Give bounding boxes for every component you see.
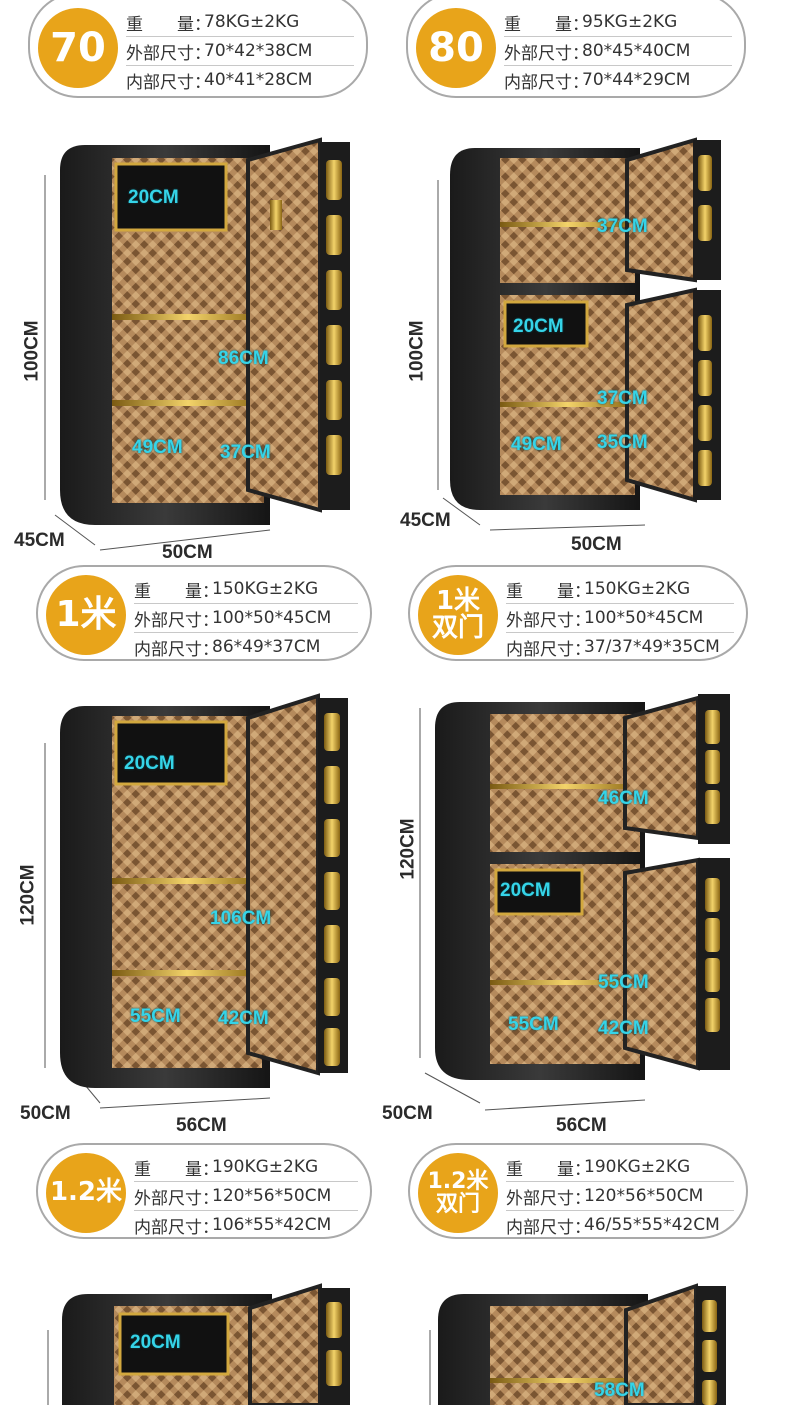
safe-image-partial-double: 58CM [390,1280,790,1407]
safe-illustration [47,1283,350,1407]
inner-size-label: 内部尺寸： [134,1217,219,1238]
weight-value: 150KG±2KG [212,579,319,599]
dimension-label: 20CM [124,753,175,774]
safe-image-partial-single: 20CM [0,1280,390,1407]
outer-size-label: 外部尺寸： [504,43,589,64]
outer-size-value: 70*42*38CM [204,41,313,61]
inner-size-value: 86*49*37CM [212,637,321,657]
inner-size-value: 70*44*29CM [582,70,691,90]
spec-card-1m-double: 1米双门 重 量：150KG±2KG 外部尺寸：100*50*45CM 内部尺寸… [408,565,748,661]
dimension-label: 37CM [220,442,271,463]
dimension-label: 106CM [210,908,272,929]
weight-label: 重 量： [506,1159,591,1180]
safe-image-1m-double: 100CM 45CM 50CM 37CM 20CM 37CM 49CM 35CM [395,130,790,570]
depth-dimension: 45CM [400,510,451,531]
weight-label: 重 量： [126,14,211,35]
safe-image-1-2m-double: 120CM 50CM 56CM 46CM 20CM 55CM 55CM 42CM [380,688,790,1138]
dimension-label: 37CM [597,216,648,237]
weight-label: 重 量： [134,1159,219,1180]
dimension-label: 20CM [128,187,179,208]
dimension-label: 46CM [598,788,649,809]
inner-size-label: 内部尺寸： [506,639,591,660]
depth-dimension: 45CM [14,530,65,551]
spec-card-1m: 1米 重 量：150KG±2KG 外部尺寸：100*50*45CM 内部尺寸：8… [36,565,372,661]
dimension-label: 20CM [513,316,564,337]
safe-illustration [429,1283,726,1407]
weight-value: 78KG±2KG [204,12,300,32]
weight-value: 150KG±2KG [584,579,691,599]
outer-size-label: 外部尺寸： [134,610,219,631]
safe-image-1m: 100CM 45CM 50CM 20CM 86CM 49CM 37CM [0,130,390,570]
model-badge: 1米双门 [418,575,498,655]
height-dimension: 120CM [17,864,39,926]
safe-image-1-2m: 120CM 50CM 56CM 20CM 106CM 55CM 42CM [0,688,390,1138]
inner-size-value: 40*41*28CM [204,70,313,90]
weight-value: 190KG±2KG [584,1157,691,1177]
inner-size-label: 内部尺寸： [134,639,219,660]
inner-size-value: 46/55*55*42CM [584,1215,720,1235]
dimension-label: 55CM [508,1014,559,1035]
inner-size-label: 内部尺寸： [504,72,589,93]
model-badge: 1.2米 [46,1153,126,1233]
dimension-label: 55CM [130,1006,181,1027]
width-dimension: 56CM [176,1115,227,1136]
dimension-label: 86CM [218,348,269,369]
outer-size-label: 外部尺寸： [506,610,591,631]
weight-label: 重 量： [506,581,591,602]
safe-illustration [437,137,721,531]
outer-size-value: 120*56*50CM [584,1186,704,1206]
height-dimension: 100CM [406,320,428,382]
spec-card-1-2m: 1.2米 重 量：190KG±2KG 外部尺寸：120*56*50CM 内部尺寸… [36,1143,372,1239]
inner-size-label: 内部尺寸： [506,1217,591,1238]
model-badge: 70 [38,8,118,88]
depth-dimension: 50CM [382,1103,433,1124]
width-dimension: 50CM [571,534,622,555]
inner-size-value: 37/37*49*35CM [584,637,720,657]
dimension-label: 49CM [511,434,562,455]
dimension-label: 42CM [598,1018,649,1039]
spec-card-80: 80 重 量：95KG±2KG 外部尺寸：80*45*40CM 内部尺寸：70*… [406,0,746,98]
inner-size-value: 106*55*42CM [212,1215,332,1235]
model-badge-text: 1.2米双门 [427,1168,489,1217]
dimension-label: 20CM [500,880,551,901]
width-dimension: 56CM [556,1115,607,1136]
spec-card-70: 70 重 量：78KG±2KG 外部尺寸：70*42*38CM 内部尺寸：40*… [28,0,368,98]
safe-illustration [44,137,350,551]
depth-dimension: 50CM [20,1103,71,1124]
outer-size-value: 100*50*45CM [212,608,332,628]
height-dimension: 120CM [397,818,419,880]
weight-label: 重 量： [504,14,589,35]
spec-card-1-2m-double: 1.2米双门 重 量：190KG±2KG 外部尺寸：120*56*50CM 内部… [408,1143,748,1239]
width-dimension: 50CM [162,542,213,563]
outer-size-label: 外部尺寸： [506,1188,591,1209]
safe-illustration [419,694,730,1111]
model-badge-text: 1米双门 [431,585,484,643]
dimension-label: 55CM [598,972,649,993]
safe-illustration [44,693,348,1109]
weight-label: 重 量： [134,581,219,602]
weight-value: 95KG±2KG [582,12,678,32]
dimension-label: 42CM [218,1008,269,1029]
dimension-label: 20CM [130,1332,181,1353]
height-dimension: 100CM [21,320,43,382]
dimension-label: 37CM [597,388,648,409]
outer-size-label: 外部尺寸： [134,1188,219,1209]
dimension-label: 49CM [132,437,183,458]
weight-value: 190KG±2KG [212,1157,319,1177]
dimension-label: 58CM [594,1380,645,1401]
outer-size-value: 120*56*50CM [212,1186,332,1206]
outer-size-value: 80*45*40CM [582,41,691,61]
outer-size-label: 外部尺寸： [126,43,211,64]
model-badge: 1.2米双门 [418,1153,498,1233]
outer-size-value: 100*50*45CM [584,608,704,628]
model-badge: 80 [416,8,496,88]
inner-size-label: 内部尺寸： [126,72,211,93]
dimension-label: 35CM [597,432,648,453]
model-badge: 1米 [46,575,126,655]
